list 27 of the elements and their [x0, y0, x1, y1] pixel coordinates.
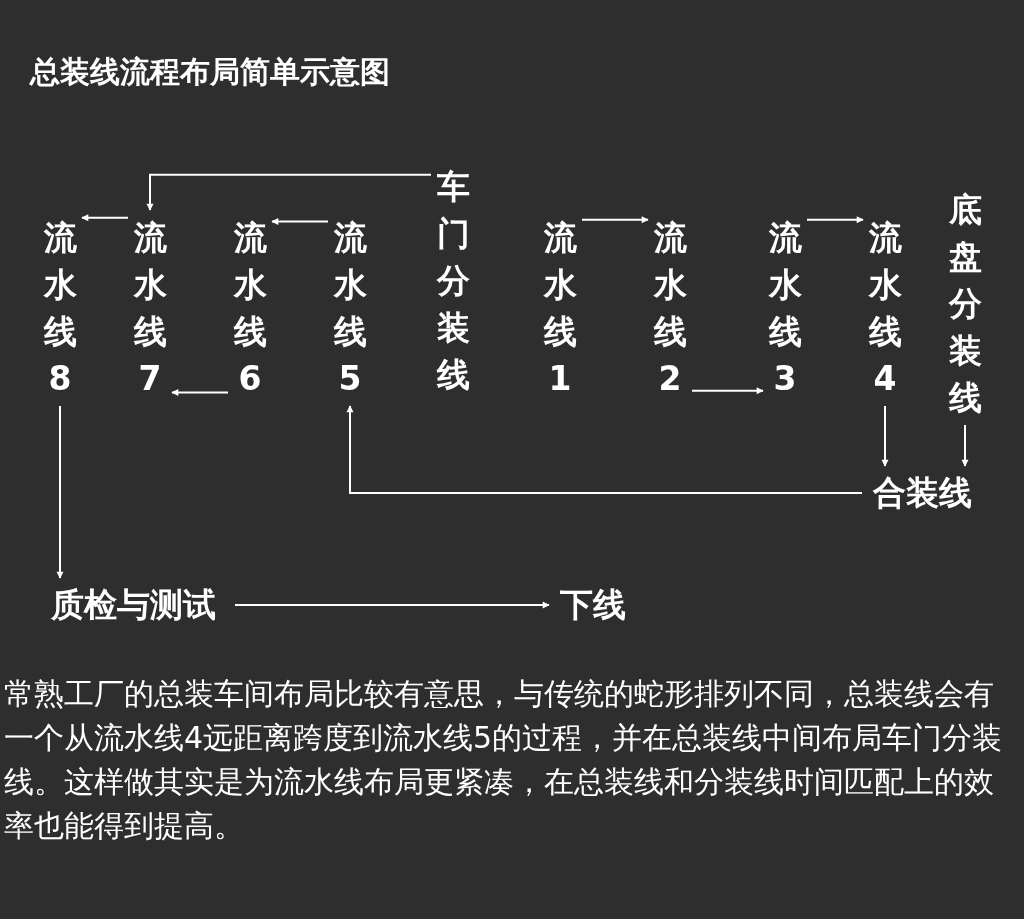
arrow — [961, 424, 969, 467]
arrow — [806, 216, 864, 224]
node-label: 流水线4 — [868, 217, 902, 400]
node-label: 合装线 — [872, 473, 972, 513]
diagram-title: 总装线流程布局简单示意图 — [30, 53, 390, 91]
arrow — [171, 389, 229, 397]
node-label: 底盘分装线 — [948, 189, 982, 419]
arrow — [56, 405, 64, 579]
arrow — [581, 216, 649, 224]
node-label: 流水线7 — [133, 217, 167, 400]
node-label: 流水线1 — [543, 217, 577, 400]
arrow — [234, 601, 550, 609]
node-label: 流水线5 — [333, 217, 367, 400]
node-label: 流水线6 — [233, 217, 267, 400]
arrow — [346, 405, 863, 494]
caption-paragraph: 常熟工厂的总装车间布局比较有意思，与传统的蛇形排列不同，总装线会有一个从流水线4远距离跨度到流水线5的过程，并在总装线中间布局车门分装线。这样做其实是为流水线布局更紧凑，在总装线和分装线时间匹配上的效率也能得到提高。 — [4, 675, 1004, 845]
arrow — [881, 405, 889, 467]
node-label: 车门分装线 — [436, 166, 470, 396]
arrow — [81, 214, 129, 222]
node-label: 流水线3 — [768, 217, 802, 400]
arrow — [691, 387, 764, 395]
node-label: 流水线8 — [43, 217, 77, 400]
arrow — [271, 218, 329, 225]
node-label: 流水线2 — [653, 217, 687, 400]
node-label: 下线 — [560, 585, 626, 625]
node-label: 质检与测试 — [51, 585, 216, 625]
arrow — [146, 173, 432, 211]
